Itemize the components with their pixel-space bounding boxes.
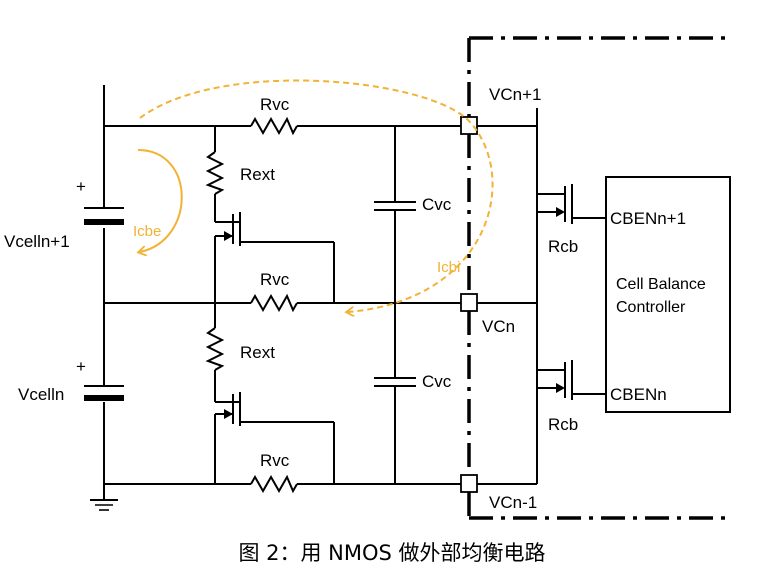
controller-label-line2: Controller xyxy=(616,299,686,316)
battery-top xyxy=(84,207,124,225)
rvc-top-resistor xyxy=(250,116,298,136)
rcb-bot-label: Rcb xyxy=(548,415,578,434)
chip-boundary xyxy=(467,36,730,520)
icbe-label: Icbe xyxy=(133,223,161,240)
cvc-bot-label: Cvc xyxy=(422,372,452,391)
wires xyxy=(90,85,606,501)
rvc-bot-resistor xyxy=(250,474,298,494)
plus-sign-top: + xyxy=(76,177,86,196)
vcell-n-label: Vcelln xyxy=(18,385,64,404)
icbe-current-path xyxy=(138,149,183,252)
icbi-current-path xyxy=(139,79,494,312)
vcn-plus1-label: VCn+1 xyxy=(489,85,541,104)
rext-top-label: Rext xyxy=(240,165,275,184)
rext-bot-resistor xyxy=(205,327,225,371)
rvc-mid-label: Rvc xyxy=(260,270,290,289)
nmos-arrows xyxy=(224,207,565,419)
cvc-top-label: Cvc xyxy=(422,195,452,214)
rext-top-resistor xyxy=(205,151,225,195)
rvc-bot-label: Rvc xyxy=(260,451,290,470)
cben-plus1-label: CBENn+1 xyxy=(610,209,686,228)
cben-n-label: CBENn xyxy=(610,385,667,404)
rext-bot-label: Rext xyxy=(240,343,275,362)
vcn-minus1-label: VCn-1 xyxy=(489,493,537,512)
rcb-top-label: Rcb xyxy=(548,237,578,256)
rvc-top-label: Rvc xyxy=(260,95,290,114)
plus-sign-bottom: + xyxy=(76,357,86,376)
battery-bottom xyxy=(84,385,124,401)
figure-caption: 图 2：用 NMOS 做外部均衡电路 xyxy=(238,541,545,565)
pin-vcn-minus1 xyxy=(460,474,478,493)
icbi-label: Icbi xyxy=(437,259,460,276)
controller-label-line1: Cell Balance xyxy=(616,276,706,293)
ground-symbol xyxy=(95,504,113,511)
vcell-plus1-label: Vcelln+1 xyxy=(4,232,70,251)
pin-vcn xyxy=(460,293,478,312)
cell-balance-controller xyxy=(605,176,731,413)
vcn-label: VCn xyxy=(482,317,515,336)
rvc-mid-resistor xyxy=(250,293,298,313)
